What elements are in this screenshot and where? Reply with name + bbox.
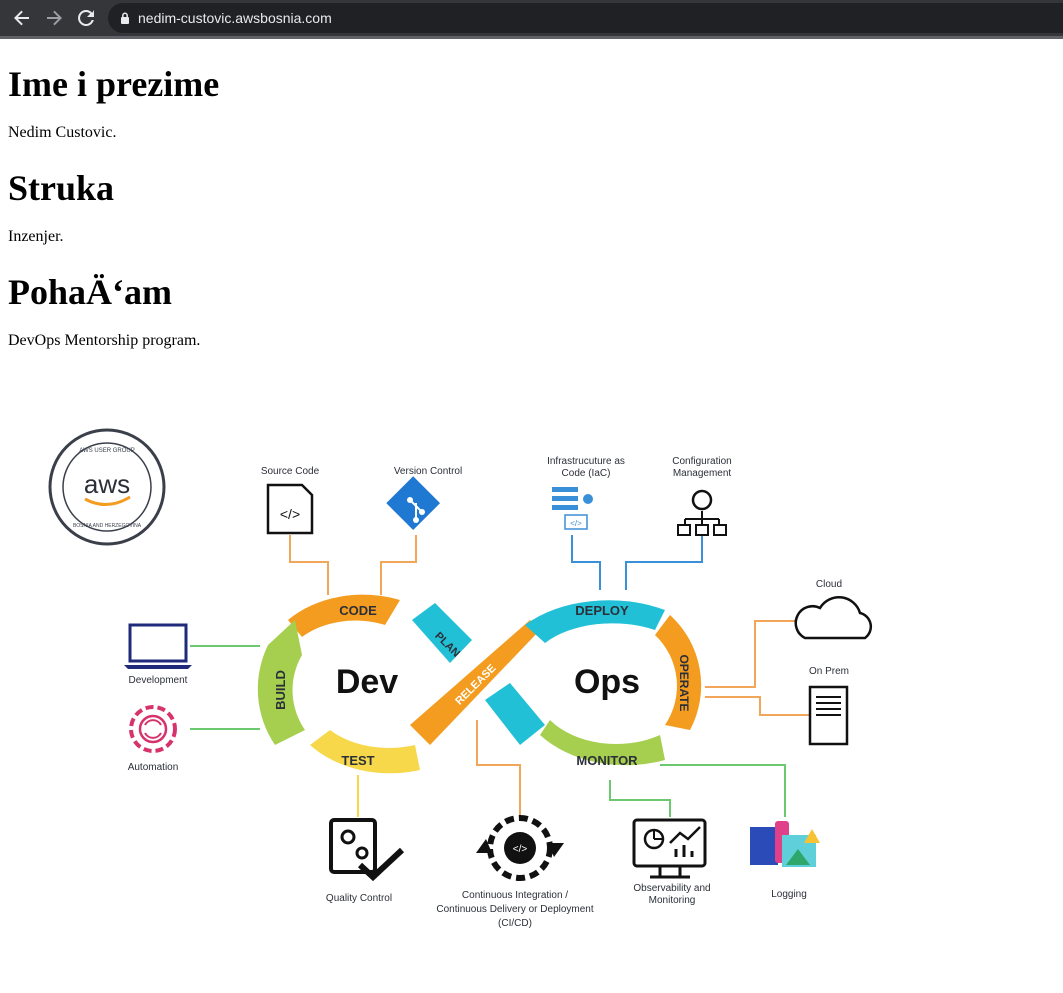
stage-deploy: DEPLOY	[575, 603, 629, 618]
label-iac-2: Code (IaC)	[562, 468, 611, 479]
label-development: Development	[129, 675, 188, 686]
configuration-management-icon	[677, 489, 727, 536]
quality-control-icon	[329, 818, 405, 882]
center-ops: Ops	[574, 663, 640, 701]
logo-brand-text: aws	[84, 469, 130, 499]
laptop-icon	[124, 623, 192, 669]
version-control-icon	[386, 476, 441, 531]
logo-top-text: AWS USER GROUP	[79, 448, 134, 454]
label-source-code: Source Code	[261, 466, 320, 477]
url-text[interactable]: nedim-custovic.awsbosnia.com	[138, 10, 332, 26]
center-dev: Dev	[336, 663, 398, 701]
heading-name: Ime i prezime	[8, 64, 220, 104]
heading-profession: Struka	[8, 168, 115, 208]
observability-monitor-icon	[632, 818, 707, 879]
build-arc	[257, 620, 305, 745]
lock-icon	[121, 12, 129, 24]
text-profession: Inzenjer.	[8, 228, 64, 245]
label-on-prem: On Prem	[809, 666, 849, 677]
label-cicd-1: Continuous Integration /	[462, 890, 568, 901]
label-observability-2: Monitoring	[649, 895, 696, 906]
cicd-icon: </>	[476, 815, 564, 881]
label-quality-control: Quality Control	[326, 893, 392, 904]
label-iac-1: Infrastrucuture as	[547, 456, 625, 467]
heading-attending: PohaÄ‘am	[8, 272, 172, 312]
aws-user-group-logo: AWS USER GROUP aws BOSNIA AND HERZEGOVIN…	[48, 428, 166, 546]
operate-arc	[655, 615, 702, 730]
test-arc	[310, 730, 420, 774]
reload-button[interactable]	[70, 2, 102, 34]
stage-monitor: MONITOR	[576, 753, 638, 768]
cloud-icon	[794, 596, 873, 640]
label-observability-1: Observability and	[633, 883, 710, 894]
stage-code: CODE	[339, 603, 377, 618]
page-content: Ime i prezime Nedim Custovic. Struka Inz…	[0, 63, 1063, 351]
svg-text:</>: </>	[570, 519, 582, 528]
server-icon	[808, 685, 849, 746]
return-arrow	[485, 683, 545, 745]
logging-icon	[750, 821, 820, 867]
label-version-control: Version Control	[394, 466, 462, 477]
label-logging: Logging	[771, 889, 807, 900]
svg-text:</>: </>	[513, 844, 528, 855]
devops-diagram-svg: AWS USER GROUP aws BOSNIA AND HERZEGOVIN…	[48, 428, 873, 929]
label-cicd-2: Continuous Delivery or Deployment	[436, 904, 594, 915]
devops-diagram: AWS USER GROUP aws BOSNIA AND HERZEGOVIN…	[40, 425, 900, 945]
forward-button[interactable]	[38, 2, 70, 34]
label-cicd-3: (CI/CD)	[498, 918, 532, 929]
forward-arrow-icon	[47, 10, 62, 26]
reload-icon	[78, 9, 94, 26]
toolbar-divider	[0, 36, 1063, 39]
infinity-loop: CODE BUILD TEST PLAN RELEASE DEPLOY OPER…	[257, 594, 702, 774]
code-arc	[288, 594, 400, 637]
stage-build: BUILD	[273, 670, 288, 710]
deploy-arc	[525, 600, 665, 643]
logo-bottom-text: BOSNIA AND HERZEGOVINA	[73, 523, 142, 529]
release-arrow	[410, 620, 540, 745]
address-bar[interactable]: nedim-custovic.awsbosnia.com	[108, 3, 1063, 33]
monitor-arc	[540, 720, 665, 766]
browser-toolbar: nedim-custovic.awsbosnia.com	[0, 0, 1063, 36]
text-attending: DevOps Mentorship program.	[8, 332, 201, 349]
svg-text:</>: </>	[280, 506, 300, 522]
label-automation: Automation	[128, 762, 179, 773]
back-button[interactable]	[6, 2, 38, 34]
source-code-icon: </>	[266, 483, 314, 535]
label-config-2: Management	[673, 468, 732, 479]
text-name: Nedim Custovic.	[8, 124, 117, 141]
iac-icon: </>	[552, 487, 593, 530]
plan-arrow	[412, 603, 472, 663]
stage-operate: OPERATE	[677, 654, 691, 711]
automation-gear-icon	[129, 705, 177, 753]
back-arrow-icon	[14, 10, 29, 26]
connector-lines	[190, 535, 810, 817]
stage-test: TEST	[341, 753, 374, 768]
label-config-1: Configuration	[672, 456, 731, 467]
label-cloud: Cloud	[816, 579, 842, 590]
